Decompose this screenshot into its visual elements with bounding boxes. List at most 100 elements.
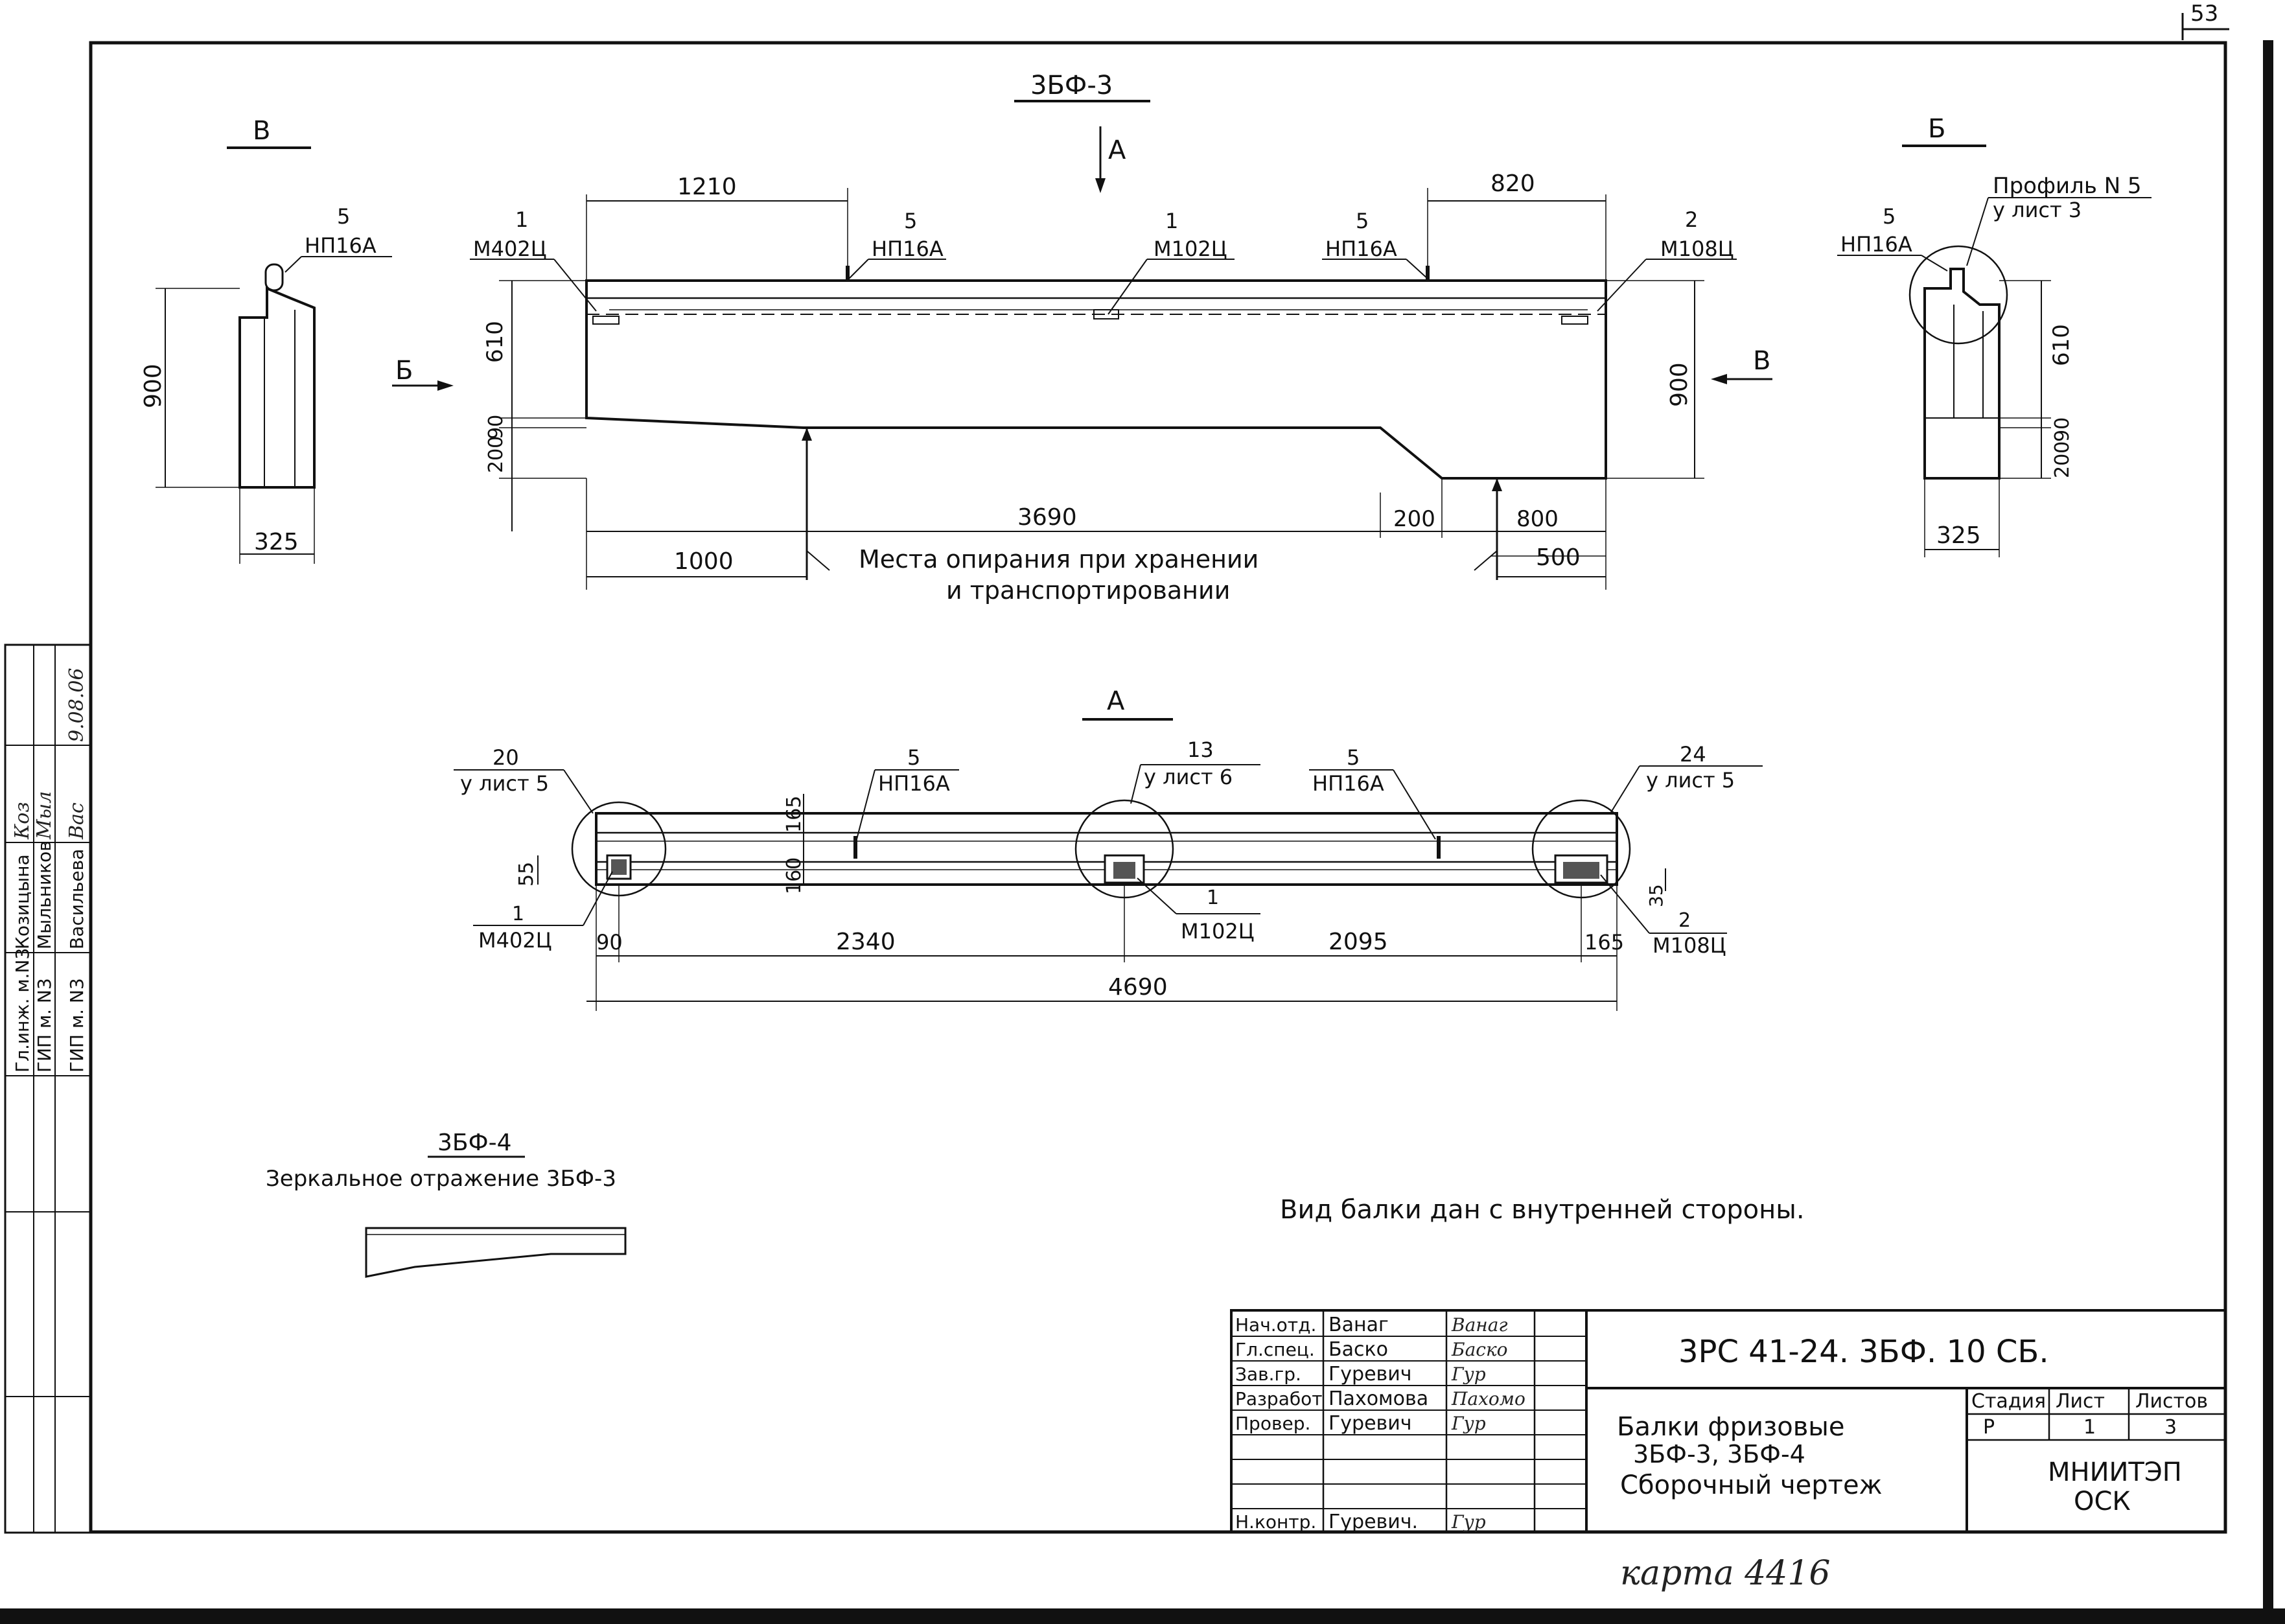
view-b: Б 610 200 90 325 5 НП16А Профиль N 5 у л… (1837, 114, 2152, 557)
arrow-b-label: Б (395, 356, 413, 386)
svg-text:Гл.спец.: Гл.спец. (1235, 1339, 1315, 1360)
stage-value: Р (1983, 1416, 1995, 1439)
org-line1: МНИИТЭП (2048, 1457, 2182, 1487)
svg-text:9.08.06: 9.08.06 (65, 667, 88, 742)
dim-610: 610 (482, 321, 508, 363)
svg-text:Гуревич.: Гуревич. (1328, 1511, 1418, 1533)
svg-text:13: 13 (1187, 737, 1214, 762)
view-b-title: Б (1928, 114, 1945, 144)
svg-text:1: 1 (515, 207, 528, 232)
svg-text:1: 1 (512, 903, 524, 925)
plan-dim-165: 165 (783, 796, 806, 833)
view-v-title: В (253, 116, 270, 146)
support-note-1: Места опирания при хранении (859, 545, 1258, 574)
dim-800: 800 (1516, 506, 1559, 532)
plan-callout-m108c: 2 М108Ц (1600, 874, 1727, 958)
plan-callout-24: 24 у лист 5 (1610, 742, 1763, 814)
view-b-dim-610: 610 (2048, 324, 2074, 366)
plan-callout-np16a-2: 5 НП16А (1309, 745, 1436, 840)
view-b-callout: НП16А (1840, 232, 1912, 257)
svg-text:Гуревич: Гуревич (1328, 1363, 1411, 1386)
svg-text:Пахомова: Пахомова (1328, 1387, 1428, 1410)
svg-text:у лист 6: у лист 6 (1144, 765, 1233, 789)
page-number: 53 (2190, 1, 2218, 27)
svg-text:5: 5 (1356, 209, 1369, 233)
svg-text:НП16А: НП16А (878, 771, 950, 796)
org-line2: ОСК (2074, 1487, 2131, 1516)
plan-callout-20: 20 у лист 5 (454, 745, 594, 814)
svg-text:Гур: Гур (1451, 1413, 1486, 1434)
left-stamp: Гл.инж. м.N3 Козицына Коз ГИП м. N3 Мыль… (4, 644, 92, 1534)
dim-1000: 1000 (674, 548, 734, 575)
svg-text:НП16А: НП16А (1325, 237, 1397, 261)
beam-outline (585, 279, 1607, 480)
mirror-title: 3БФ-4 (437, 1130, 512, 1156)
plan-dim-4690: 4690 (1108, 974, 1168, 1001)
svg-text:Ванаг: Ванаг (1328, 1314, 1389, 1336)
dim-200-bottom: 200 (1393, 506, 1435, 532)
col-sheets: Листов (2135, 1390, 2208, 1413)
view-v-dim-325: 325 (254, 529, 299, 555)
plan-view: А 165 160 55 35 90 2340 209 (454, 686, 1763, 1011)
doc-code: 3РС 41-24. 3БФ. 10 СБ. (1678, 1334, 2049, 1370)
svg-text:М102Ц: М102Ц (1181, 919, 1255, 944)
callout-m102c: 1 М102Ц (1108, 209, 1235, 315)
svg-text:5: 5 (904, 209, 917, 233)
mirror-text: Зеркальное отражение 3БФ-3 (266, 1166, 616, 1192)
plan-dim-90: 90 (596, 930, 623, 955)
svg-text:М102Ц: М102Ц (1154, 237, 1227, 261)
doc-name-line3: Сборочный чертеж (1620, 1470, 1883, 1500)
svg-text:ГИП м. N3: ГИП м. N3 (34, 978, 55, 1073)
callout-np16a-2: 5 НП16А (1322, 209, 1428, 279)
svg-text:5: 5 (1347, 745, 1360, 770)
mirror-note: 3БФ-4 Зеркальное отражение 3БФ-3 (266, 1130, 627, 1278)
section-mark-a: А (1108, 135, 1126, 165)
plan-callout-np16a-1: 5 НП16А (856, 745, 959, 840)
svg-text:Козицына: Козицына (12, 854, 33, 949)
svg-text:2: 2 (1685, 207, 1698, 232)
view-b-profile-sheet: у лист 3 (1993, 198, 2082, 222)
plan-dim-165b: 165 (1584, 930, 1624, 955)
callout-np16a-1: 5 НП16А (848, 209, 946, 279)
svg-text:Гл.инж. м.N3: Гл.инж. м.N3 (12, 948, 33, 1073)
dim-90: 90 (485, 415, 507, 439)
svg-text:Нач.отд.: Нач.отд. (1235, 1314, 1316, 1336)
dim-820: 820 (1490, 170, 1535, 197)
svg-text:5: 5 (337, 204, 350, 229)
dim-200: 200 (485, 436, 507, 473)
svg-text:Мыл: Мыл (33, 791, 56, 840)
doc-name-line1: Балки фризовые (1617, 1412, 1844, 1442)
plan-dim-2340: 2340 (836, 929, 896, 955)
dim-900: 900 (1666, 362, 1693, 407)
dim-1210: 1210 (677, 174, 737, 200)
svg-text:20: 20 (493, 745, 519, 770)
svg-text:М402Ц: М402Ц (478, 928, 552, 953)
svg-text:2: 2 (1678, 909, 1691, 932)
title-block: 3РС 41-24. 3БФ. 10 СБ. Балки фризовые 3Б… (1230, 1309, 2227, 1533)
plan-callout-m102c: 1 М102Ц (1137, 877, 1260, 944)
plan-title: А (1107, 686, 1125, 716)
svg-text:Мыльников: Мыльников (34, 841, 55, 949)
col-stage: Стадия (1971, 1390, 2046, 1413)
svg-text:Гур: Гур (1451, 1511, 1486, 1533)
svg-text:Провер.: Провер. (1235, 1413, 1310, 1434)
svg-text:Гур: Гур (1451, 1363, 1486, 1385)
support-note-2: и транспортировании (946, 576, 1230, 605)
sheet-value: 1 (2083, 1416, 2096, 1439)
svg-text:5: 5 (1883, 204, 1896, 229)
svg-text:Разработ: Разработ (1235, 1388, 1323, 1409)
svg-text:Вас: Вас (65, 802, 88, 840)
view-v-callout: НП16А (305, 233, 377, 258)
svg-text:М108Ц: М108Ц (1660, 237, 1734, 261)
mirror-beam-sketch (365, 1227, 627, 1278)
plan-dim-35: 35 (1645, 884, 1667, 907)
main-elevation: 3БФ-3 А 610 200 90 900 Б (392, 71, 1772, 605)
plan-dim-160: 160 (783, 857, 806, 894)
svg-text:НП16А: НП16А (1312, 771, 1384, 796)
svg-text:М402Ц: М402Ц (473, 237, 547, 261)
svg-text:у лист 5: у лист 5 (460, 771, 549, 796)
svg-text:Баско: Баско (1328, 1338, 1388, 1361)
view-note: Вид балки дан с внутренней стороны. (1280, 1195, 1805, 1225)
svg-text:у лист 5: у лист 5 (1646, 768, 1735, 793)
